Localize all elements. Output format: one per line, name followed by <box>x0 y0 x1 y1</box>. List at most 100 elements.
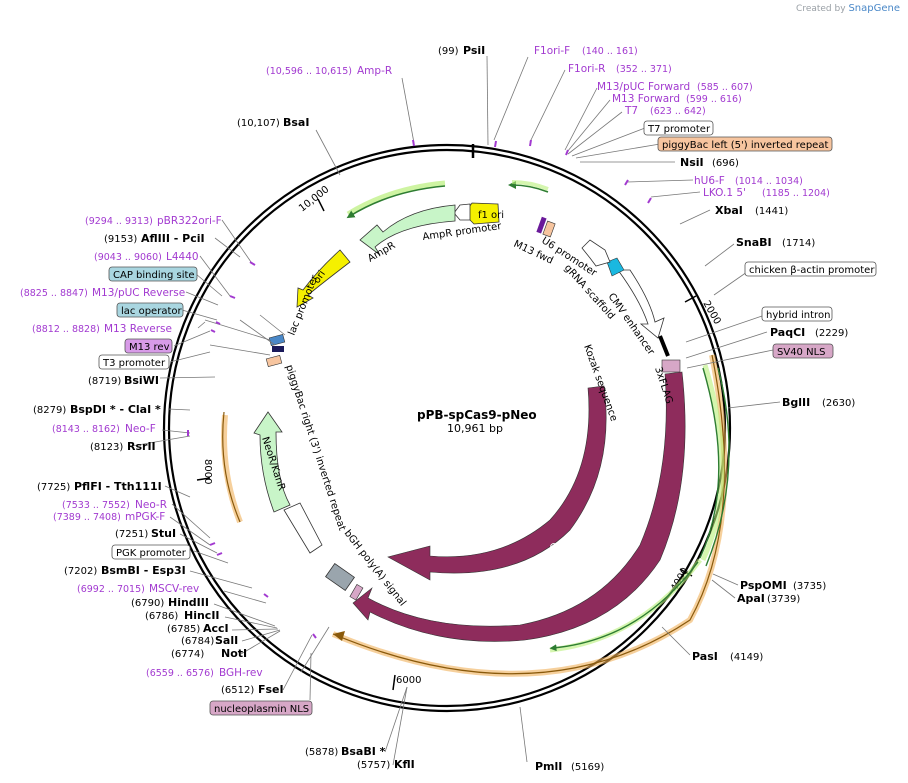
site-bglii-name: BglII <box>782 396 810 409</box>
label-hybrid-intron: hybrid intron <box>766 310 830 321</box>
primer-pbr322-range: (9294 .. 9313) <box>85 216 153 227</box>
neo-feature <box>253 411 291 513</box>
site-pasi-name: PasI <box>692 650 718 663</box>
credit-prefix: Created by <box>796 4 846 14</box>
site-pmli-name: PmlI <box>535 760 562 773</box>
site-acci-pos: (6785) <box>167 624 200 635</box>
site-kfli-pos: (5757) <box>357 760 390 771</box>
label-lac-operator: lac operator <box>121 306 182 317</box>
snapgene-logo: SnapGene <box>848 3 900 14</box>
f1-ori-white-arrow <box>453 203 471 221</box>
site-hincii-pos: (6786) <box>145 611 178 622</box>
site-bsabi-name: BsaBI * <box>341 745 386 758</box>
primer-l4440-range: (9043 .. 9060) <box>94 252 162 263</box>
cmv-feature <box>617 269 665 339</box>
site-clai-pos: (8279) <box>33 405 66 416</box>
primer-neor-range: (7533 .. 7552) <box>62 500 130 511</box>
primer-m13-rev-range: (8812 .. 8828) <box>32 324 100 335</box>
label-t3-promoter: T3 promoter <box>102 358 166 369</box>
site-pflfi-name: PflFI - Tth111I <box>74 480 162 493</box>
primer-l4440-name: L4440 <box>166 251 199 263</box>
primer-lko-range: (1185 .. 1204) <box>762 188 830 199</box>
label-sv40-nls: SV40 NLS <box>777 347 826 358</box>
grna-feature <box>606 257 625 277</box>
primer-mpgk-name: mPGK-F <box>125 511 165 523</box>
primer-f1orir-name: F1ori-R <box>568 63 605 75</box>
site-pasi-pos: (4149) <box>730 652 763 663</box>
site-sali-name: SalI <box>215 634 238 647</box>
primer-ticks <box>187 139 652 639</box>
site-bsiwi-name: BsiWI <box>124 374 159 387</box>
primer-t7-name: T7 <box>624 105 638 117</box>
site-xbai-pos: (1441) <box>755 206 788 217</box>
tick-label-10000: 10,000 <box>297 184 331 214</box>
primer-t7-range: (623 .. 642) <box>650 106 706 117</box>
m13fwd-block <box>542 220 556 238</box>
cas9-primer-arc-c <box>705 367 730 567</box>
label-pgk-promoter: PGK promoter <box>116 548 187 559</box>
site-psii-pos: (99) <box>438 46 459 57</box>
label-nucleoplasmin-nls: nucleoplasmin NLS <box>214 704 309 715</box>
primer-hu6f-name: hU6-F <box>694 175 725 187</box>
plasmid-name: pPB-spCas9-pNeo <box>417 408 537 422</box>
neo-orange-arc <box>221 414 243 524</box>
u6-feature <box>581 239 611 267</box>
label-piggybac-left: piggyBac left (5') inverted repeat <box>662 140 828 151</box>
primer-neor-name: Neo-R <box>135 499 167 511</box>
label-chicken-actin: chicken β-actin promoter <box>749 265 875 276</box>
site-apai-name: ApaI <box>737 592 765 605</box>
primer-m13-fwd-range: (599 .. 616) <box>686 94 742 105</box>
site-pspomi-pos: (3735) <box>793 581 826 592</box>
site-xbai-name: XbaI <box>715 204 743 217</box>
f1ori-primer-arrow <box>508 181 549 193</box>
site-hindiii-pos: (6790) <box>131 598 164 609</box>
site-noti-name: NotI <box>221 647 247 660</box>
neo-white-arrow <box>283 502 323 554</box>
site-bsmbi-name: BsmBI - Esp3I <box>101 564 186 577</box>
primer-m13-rev-name: M13 Reverse <box>104 323 172 335</box>
hybrid-intron-mark <box>658 335 670 357</box>
primer-f1orir-range: (352 .. 371) <box>616 64 672 75</box>
primer-m13puc-rev-range: (8825 .. 8847) <box>20 288 88 299</box>
primer-mscv-name: MSCV-rev <box>149 583 199 595</box>
primer-m13puc-fwd-name: M13/pUC Forward <box>597 81 690 93</box>
t7-block <box>536 216 547 234</box>
credit: Created by SnapGene <box>796 3 900 14</box>
site-nsii-pos: (696) <box>712 158 739 169</box>
site-fsei-pos: (6512) <box>221 685 254 696</box>
site-hincii-name: HincII <box>184 609 220 622</box>
site-psii-name: PsiI <box>463 44 485 57</box>
site-snabi-name: SnaBI <box>736 236 772 249</box>
site-kfli-name: KflI <box>394 758 415 771</box>
primer-bgh-range: (6559 .. 6576) <box>146 668 214 679</box>
lac-operator-block <box>268 333 286 347</box>
site-paqci-name: PaqCI <box>770 326 805 339</box>
site-snabi-pos: (1714) <box>782 238 815 249</box>
label-t7-promoter: T7 promoter <box>647 124 711 135</box>
ampr-feature <box>359 204 456 256</box>
site-hindiii-name: HindIII <box>168 596 209 609</box>
bgh-feature <box>325 563 355 591</box>
primer-m13-fwd-name: M13 Forward <box>612 93 680 105</box>
site-bsiwi-pos: (8719) <box>88 376 121 387</box>
cas9-outer-feature <box>352 371 686 642</box>
cas9-inner-feature <box>387 385 607 581</box>
label-cap-site: CAP binding site <box>113 270 195 281</box>
primer-ampr-range: (10,596 .. 10,615) <box>266 66 352 77</box>
site-stui-pos: (7251) <box>115 529 148 540</box>
primer-mpgk-range: (7389 .. 7408) <box>53 512 121 523</box>
primer-lko-name: LKO.1 5' <box>703 187 746 199</box>
cas9-primer-arc-a <box>700 364 725 562</box>
site-afliii-name: AflIII - PciI <box>141 232 205 245</box>
site-bsmbi-pos: (7202) <box>64 566 97 577</box>
site-bglii-pos: (2630) <box>822 398 855 409</box>
lac-promoter-label: lac promoter <box>287 273 322 337</box>
backbone-outer <box>162 143 732 713</box>
site-rsrii-name: RsrII <box>127 440 156 453</box>
m13rev-block <box>265 354 283 368</box>
primer-neof-range: (8143 .. 8162) <box>52 424 120 435</box>
primer-f1orif-range: (140 .. 161) <box>582 46 638 57</box>
primer-bgh-name: BGH-rev <box>219 667 263 679</box>
site-bsai-pos: (10,107) <box>237 118 280 129</box>
flag-feature <box>661 359 681 373</box>
